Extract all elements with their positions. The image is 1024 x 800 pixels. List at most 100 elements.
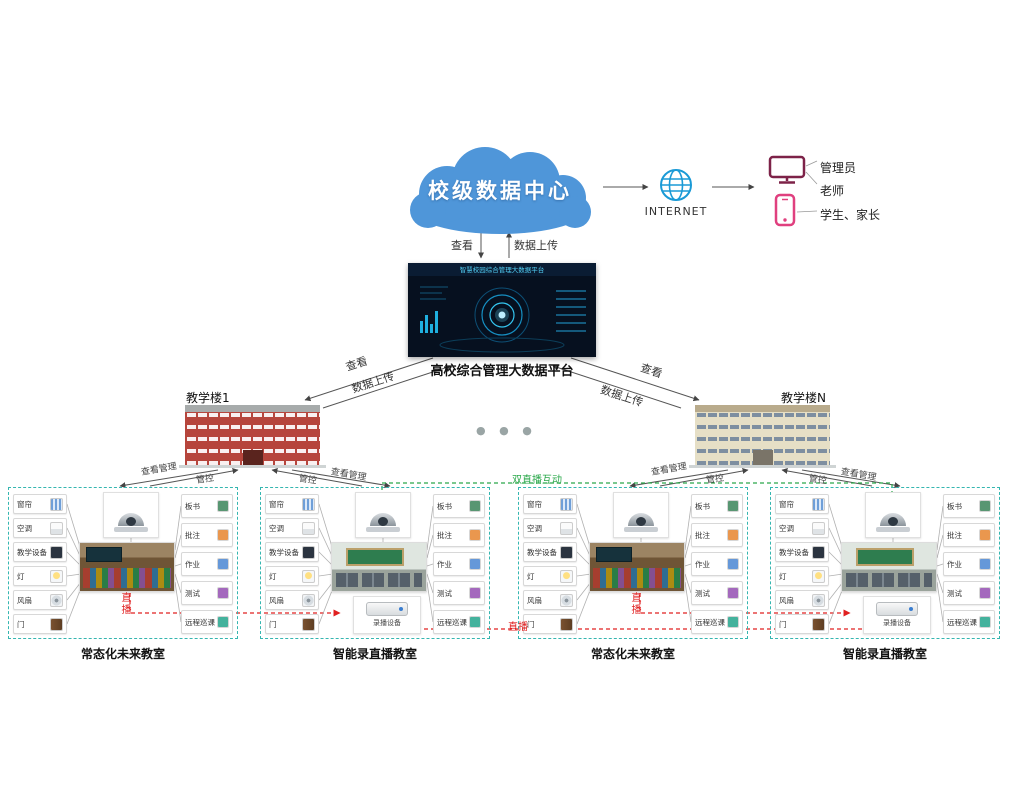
label-live-3: 直播 [508,622,528,633]
monitor-icon [768,155,806,184]
device-link-lines [576,503,692,625]
platform-caption: 高校综合管理大数据平台 [430,364,574,379]
homework-icon [217,558,229,570]
teaching-device-icon [812,545,825,559]
building-1-label: 教学楼1 [186,391,230,405]
board-writing-icon [979,500,991,512]
device-ac: 空调 [523,518,577,538]
label-view-left: 查看 [344,354,370,374]
curtain-icon [50,497,63,511]
label-control-4: 管控 [808,474,828,487]
feature-label: 远程巡课 [695,617,725,627]
device-label: 门 [269,619,277,629]
curtain-icon [560,497,573,511]
label-dual-live: 双直播互动 [512,475,562,486]
teaching-feature-column: 板书 批注 作业 测试 远程巡课 [433,494,485,639]
label-live-1: 直播 [119,592,130,616]
classroom-box: 窗帘 空调 教学设备 灯 风扇 [518,487,748,639]
iot-device-column: 窗帘 空调 教学设备 灯 风扇 [523,494,577,638]
device-teaching-equipment: 教学设备 [13,542,67,562]
school-data-center-cloud: 校级数据中心 [395,142,605,237]
door-icon [560,617,573,631]
camera-base [114,527,148,532]
recorder-icon [876,602,918,616]
homework-icon [469,558,481,570]
feature-homework: 作业 [943,552,995,576]
building-facade [185,412,320,465]
remote-patrol-icon [469,616,481,628]
feature-label: 作业 [437,559,452,569]
classroom-box: 窗帘 空调 教学设备 灯 风扇 [260,487,490,639]
device-label: 风扇 [17,595,32,605]
feature-homework: 作业 [433,552,485,576]
label-control-3: 管控 [705,473,725,486]
feature-label: 板书 [695,501,710,511]
feature-label: 板书 [947,501,962,511]
feature-label: 测试 [185,588,200,598]
device-label: 风扇 [269,595,284,605]
device-label: 教学设备 [269,547,299,557]
test-icon [979,587,991,599]
feature-label: 远程巡课 [437,617,467,627]
fan-icon [50,593,63,607]
device-teaching-equipment: 教学设备 [775,542,829,562]
classroom-label: 常态化未来教室 [590,647,675,661]
feature-annotation: 批注 [433,523,485,547]
feature-label: 远程巡课 [947,617,977,627]
camera-dome-icon [118,513,144,526]
label-view-manage-4: 查看管理 [839,467,878,484]
air-conditioner-icon [302,521,315,535]
recording-device: 录播设备 [353,596,421,634]
feature-label: 批注 [695,530,710,540]
feature-annotation: 批注 [691,523,743,547]
device-ac: 空调 [775,518,829,538]
classroom-photo [79,542,175,592]
camera-base [366,527,400,532]
feature-remote-patrol: 远程巡课 [433,610,485,634]
light-icon [50,569,63,583]
device-label: 门 [527,619,535,629]
label-upload-left: 数据上传 [350,369,397,396]
dome-camera [103,492,159,538]
label-view-manage-3: 查看管理 [650,461,688,478]
feature-homework: 作业 [691,552,743,576]
device-label: 空调 [17,523,32,533]
device-label: 灯 [779,571,787,581]
building-n-label: 教学楼N [781,391,826,405]
device-fan: 风扇 [265,590,319,610]
label-control-1: 管控 [195,473,215,486]
remote-patrol-icon [979,616,991,628]
feature-remote-patrol: 远程巡课 [691,610,743,634]
remote-patrol-icon [217,616,229,628]
building-ground [179,465,326,468]
label-upload-right: 数据上传 [598,383,645,410]
classroom-label: 智能录直播教室 [842,647,927,661]
device-label: 门 [779,619,787,629]
feature-label: 测试 [695,588,710,598]
light-icon [302,569,315,583]
recording-device: 录播设备 [863,596,931,634]
dome-camera [865,492,921,538]
device-label: 教学设备 [527,547,557,557]
classroom-cluster: 窗帘 空调 教学设备 灯 风扇 [260,487,490,663]
device-teaching-equipment: 教学设备 [265,542,319,562]
camera-base [876,527,910,532]
building-ground [689,465,836,468]
iot-device-column: 窗帘 空调 教学设备 灯 风扇 [265,494,319,638]
classroom-photo [589,542,685,592]
annotation-icon [469,529,481,541]
teaching-feature-column: 板书 批注 作业 测试 远程巡课 [691,494,743,639]
classroom-cluster: 窗帘 空调 教学设备 灯 风扇 [8,487,238,663]
board-writing-icon [217,500,229,512]
cloud-icon [410,147,591,234]
device-curtain: 窗帘 [265,494,319,514]
device-curtain: 窗帘 [523,494,577,514]
feature-label: 作业 [947,559,962,569]
phone-icon [774,193,796,227]
feature-test: 测试 [691,581,743,605]
door-icon [812,617,825,631]
cloud-title: 校级数据中心 [428,179,572,203]
remote-patrol-icon [727,616,739,628]
internet-label: INTERNET [644,205,708,218]
